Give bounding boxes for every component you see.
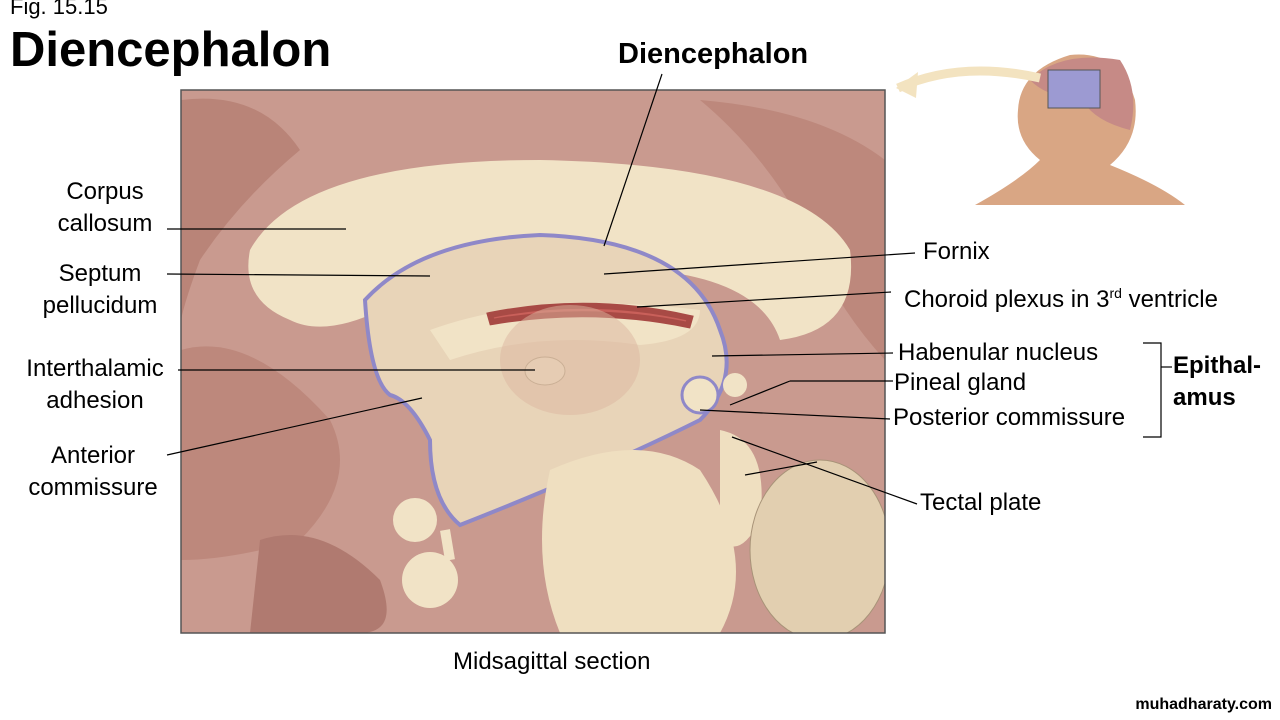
label-line: amus — [1173, 384, 1236, 411]
label-habenular-nucleus: Habenular nucleus — [898, 339, 1099, 366]
label-pineal-gland: Pineal gland — [894, 369, 1027, 396]
label-text: ventricle — [1121, 286, 1218, 313]
watermark: muhadharaty.com — [1135, 696, 1272, 713]
label-line: commissure — [28, 474, 158, 501]
label-anterior-commissure: Anterior commissure — [18, 440, 168, 504]
leader-lines — [166, 73, 1172, 505]
label-line: callosum — [57, 210, 153, 237]
label-fornix: Fornix — [923, 238, 990, 265]
figure-number: Fig. 15.15 — [10, 0, 108, 19]
label-tectal-plate: Tectal plate — [920, 489, 1042, 516]
label-interthalamic-adhesion: Interthalamic adhesion — [10, 353, 180, 417]
label-line: Epithal- — [1173, 352, 1261, 379]
caption: Midsagittal section — [453, 648, 651, 675]
slide-title: Diencephalon — [10, 23, 332, 77]
label-text: Choroid plexus in 3 — [904, 286, 1110, 313]
label-line: Corpus — [66, 178, 144, 205]
label-line: Anterior — [50, 442, 136, 469]
label-choroid-plexus: Choroid plexus in 3rd ventricle — [904, 277, 1218, 316]
label-line: pellucidum — [42, 292, 158, 319]
region-label: Diencephalon — [618, 38, 809, 70]
label-septum-pellucidum: Septum pellucidum — [30, 258, 170, 322]
label-superscript: rd — [1109, 285, 1122, 301]
label-line: Septum — [58, 260, 142, 287]
label-epithalamus: Epithal- amus — [1173, 350, 1261, 414]
label-posterior-commissure: Posterior commissure — [893, 404, 1126, 431]
label-line: Interthalamic — [26, 355, 164, 382]
label-corpus-callosum: Corpus callosum — [50, 176, 160, 240]
label-line: adhesion — [46, 387, 144, 414]
head-inset-icon — [896, 54, 1185, 205]
